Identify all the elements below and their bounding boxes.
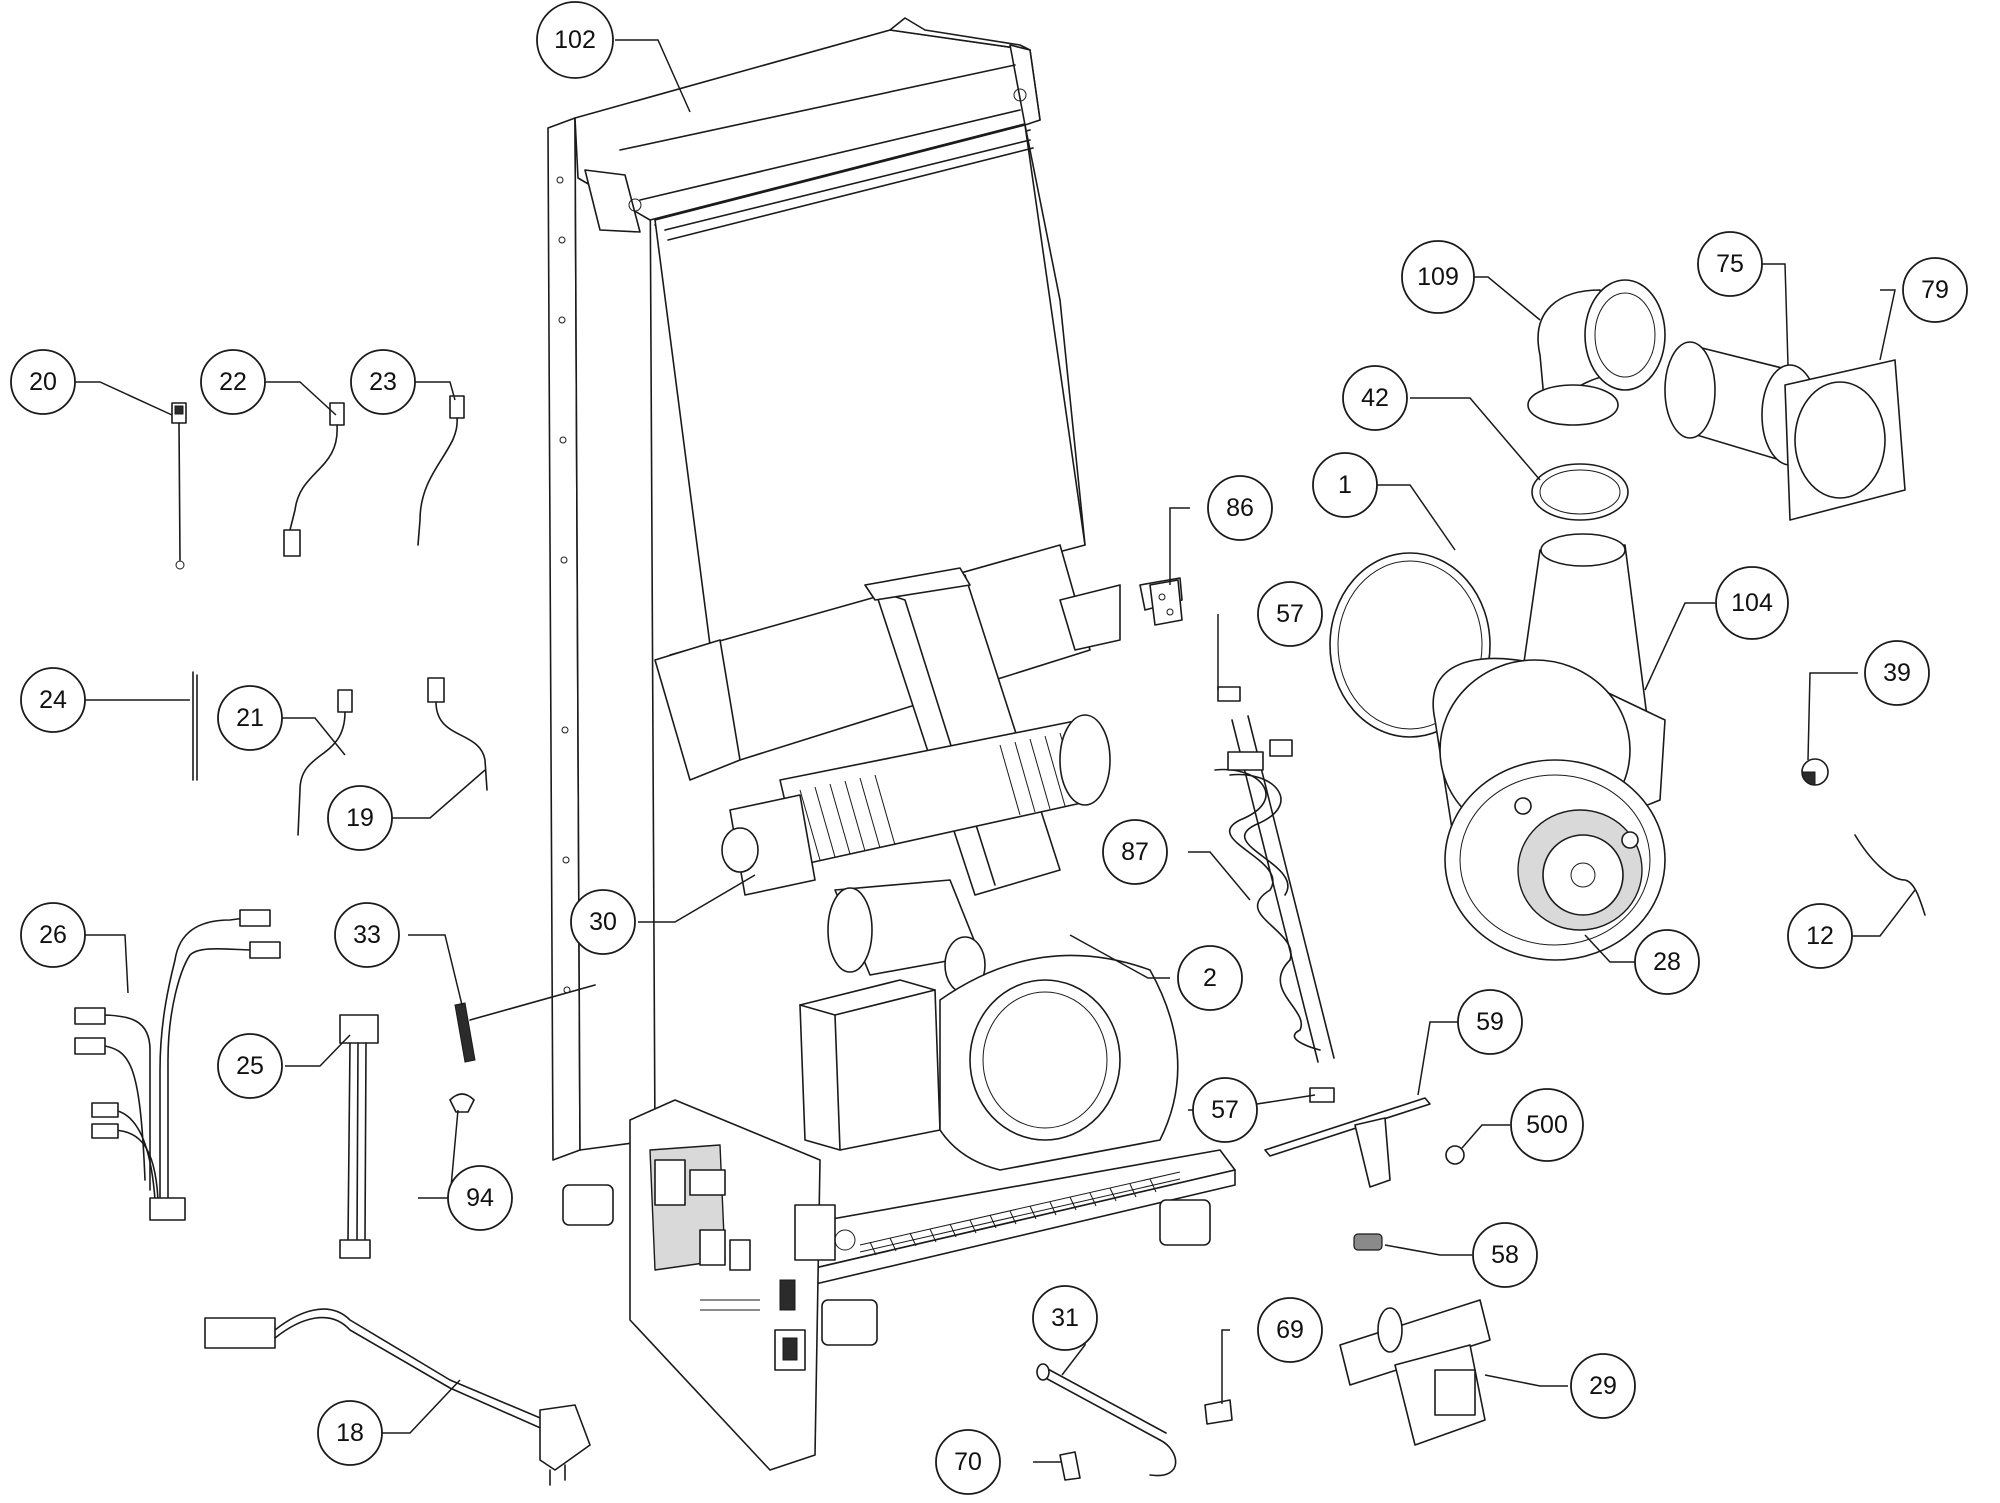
callout-42: 42 xyxy=(1342,365,1408,431)
svg-text:28: 28 xyxy=(1653,948,1681,976)
svg-text:70: 70 xyxy=(954,1448,982,1476)
callout-59: 59 xyxy=(1457,989,1523,1055)
part-21-cable xyxy=(297,689,353,836)
callout-25: 25 xyxy=(217,1033,283,1099)
part-22-cable xyxy=(283,402,345,557)
part-70-clip xyxy=(1059,1451,1081,1481)
part-500-nut xyxy=(1445,1145,1465,1165)
part-12-wire xyxy=(1854,834,1926,916)
callout-104: 104 xyxy=(1715,566,1789,640)
callout-94: 94 xyxy=(447,1165,513,1231)
svg-text:25: 25 xyxy=(236,1052,264,1080)
part-57-bushing-a xyxy=(1217,686,1241,702)
callout-102: 102 xyxy=(536,1,614,79)
callout-33: 33 xyxy=(334,902,400,968)
svg-text:59: 59 xyxy=(1476,1008,1504,1036)
svg-text:69: 69 xyxy=(1276,1316,1304,1344)
svg-text:24: 24 xyxy=(39,686,67,714)
callout-57a: 57 xyxy=(1257,581,1323,647)
callout-69: 69 xyxy=(1257,1297,1323,1363)
part-109-elbow xyxy=(1527,279,1666,426)
callout-31: 31 xyxy=(1032,1285,1098,1351)
part-59-scraper xyxy=(1264,1097,1431,1188)
svg-text:22: 22 xyxy=(219,368,247,396)
part-18-power-cord xyxy=(204,1308,591,1486)
callout-86: 86 xyxy=(1207,475,1273,541)
part-42-gasket xyxy=(1531,463,1629,521)
part-79-plate xyxy=(1784,359,1906,521)
callout-23: 23 xyxy=(350,349,416,415)
part-20-sensor xyxy=(171,402,187,570)
callout-109: 109 xyxy=(1401,240,1475,314)
svg-text:12: 12 xyxy=(1806,922,1834,950)
callout-87: 87 xyxy=(1102,819,1168,885)
part-57-bushing-b xyxy=(1309,1087,1335,1103)
svg-text:30: 30 xyxy=(589,908,617,936)
svg-text:19: 19 xyxy=(346,804,374,832)
svg-text:94: 94 xyxy=(466,1184,494,1212)
svg-text:42: 42 xyxy=(1361,384,1389,412)
svg-text:23: 23 xyxy=(369,368,397,396)
callout-2: 2 xyxy=(1177,945,1243,1011)
svg-text:33: 33 xyxy=(353,921,381,949)
stove-frame xyxy=(547,17,1236,1471)
part-24-rod xyxy=(192,671,198,781)
svg-text:2: 2 xyxy=(1203,964,1217,992)
part-104-exhaust-fan xyxy=(1432,533,1666,881)
part-25-cable xyxy=(339,1014,379,1259)
part-29-gear-motor xyxy=(1339,1299,1491,1446)
callout-19: 19 xyxy=(327,785,393,851)
part-26-harness xyxy=(74,909,281,1221)
svg-text:75: 75 xyxy=(1716,250,1744,278)
callout-28: 28 xyxy=(1634,929,1700,995)
part-23-cable xyxy=(417,395,465,546)
svg-text:39: 39 xyxy=(1883,659,1911,687)
callout-79: 79 xyxy=(1902,257,1968,323)
svg-text:57: 57 xyxy=(1211,1096,1239,1124)
callout-58: 58 xyxy=(1472,1222,1538,1288)
svg-text:87: 87 xyxy=(1121,838,1149,866)
callout-12: 12 xyxy=(1787,903,1853,969)
callout-57b: 57 xyxy=(1192,1077,1258,1143)
svg-text:58: 58 xyxy=(1491,1241,1519,1269)
callout-39: 39 xyxy=(1864,640,1930,706)
callout-29: 29 xyxy=(1570,1353,1636,1419)
part-87-auger xyxy=(1214,715,1335,1063)
part-58-pad xyxy=(1353,1233,1383,1251)
svg-text:109: 109 xyxy=(1417,263,1459,291)
callout-21: 21 xyxy=(217,685,283,751)
svg-text:79: 79 xyxy=(1921,276,1949,304)
svg-text:31: 31 xyxy=(1051,1304,1079,1332)
callout-1: 1 xyxy=(1312,452,1378,518)
callout-70: 70 xyxy=(935,1429,1001,1495)
svg-text:102: 102 xyxy=(554,26,596,54)
part-28-motor xyxy=(1444,759,1666,961)
part-69-clip xyxy=(1204,1399,1233,1425)
svg-text:21: 21 xyxy=(236,704,264,732)
svg-text:1: 1 xyxy=(1338,471,1352,499)
part-39-cap xyxy=(1801,758,1829,786)
svg-text:104: 104 xyxy=(1731,589,1773,617)
callout-18: 18 xyxy=(317,1400,383,1466)
callout-24: 24 xyxy=(20,667,86,733)
svg-text:18: 18 xyxy=(336,1419,364,1447)
svg-text:20: 20 xyxy=(29,368,57,396)
svg-text:29: 29 xyxy=(1589,1372,1617,1400)
callout-20: 20 xyxy=(10,349,76,415)
callout-500: 500 xyxy=(1510,1088,1584,1162)
part-86-bracket xyxy=(1149,579,1183,626)
callout-30: 30 xyxy=(570,889,636,955)
callout-75: 75 xyxy=(1697,231,1763,297)
part-94-clip xyxy=(449,1093,475,1113)
svg-text:86: 86 xyxy=(1226,494,1254,522)
svg-text:26: 26 xyxy=(39,921,67,949)
callout-26: 26 xyxy=(20,902,86,968)
callout-22: 22 xyxy=(200,349,266,415)
svg-text:500: 500 xyxy=(1526,1111,1568,1139)
svg-text:57: 57 xyxy=(1276,600,1304,628)
part-31-igniter xyxy=(1036,1363,1177,1477)
part-19-cable xyxy=(427,677,488,791)
